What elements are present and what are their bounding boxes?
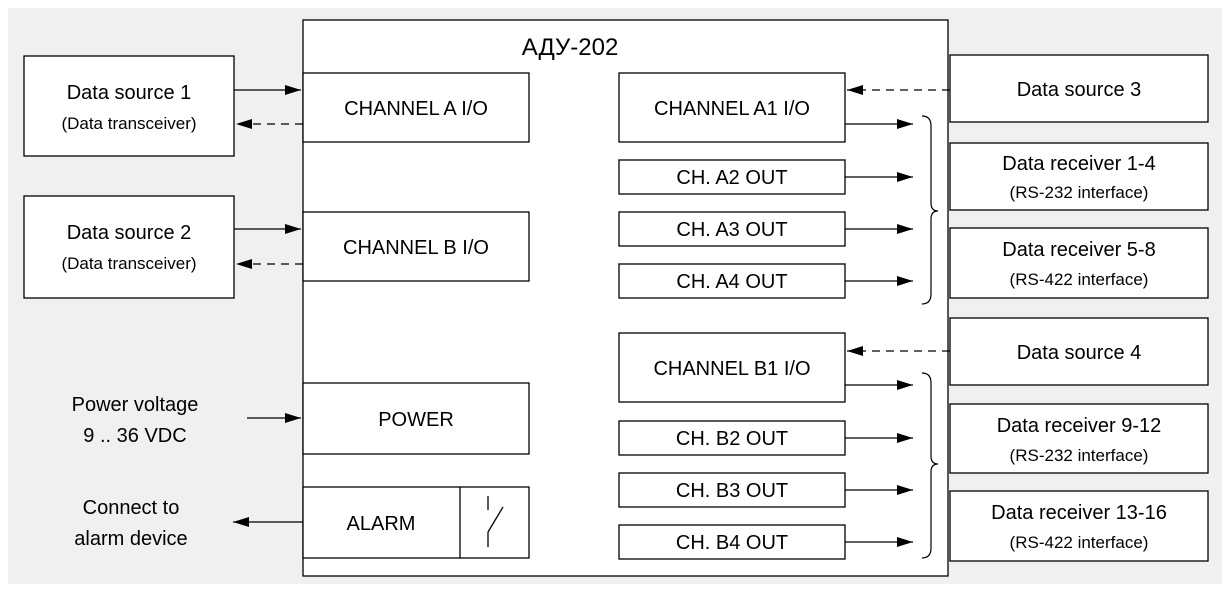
data-source-2-box [23, 195, 235, 299]
alarm-device-label: alarm device [74, 528, 187, 550]
data-source-3-title: Data source 3 [1017, 79, 1142, 101]
device-title: АДУ-202 [522, 34, 619, 61]
channel-b-io-port [302, 211, 530, 282]
channel-a1-io-port [618, 72, 846, 143]
channel-a-io-port [302, 72, 530, 143]
power-voltage-range: 9 .. 36 VDC [83, 425, 186, 447]
ch-b2-out-label: CH. B2 OUT [676, 428, 788, 450]
channel-b1-io-port [618, 332, 846, 403]
ch-b4-out-label: CH. B4 OUT [676, 532, 788, 554]
data-receiver-1-4-subtitle: (RS-232 interface) [1010, 183, 1149, 202]
data-receiver-1-4-box [949, 142, 1209, 211]
data-receiver-13-16-title: Data receiver 13-16 [991, 502, 1167, 524]
data-receiver-13-16-subtitle: (RS-422 interface) [1010, 533, 1149, 552]
channel-b1-io-label: CHANNEL B1 I/O [653, 358, 810, 380]
data-source-2-subtitle: (Data transceiver) [61, 254, 196, 273]
outputs-b-brace [921, 372, 939, 559]
data-receiver-9-12-title: Data receiver 9-12 [997, 415, 1162, 437]
channel-b-io-label: CHANNEL B I/O [343, 237, 489, 259]
channel-a-io-label: CHANNEL A I/O [344, 98, 488, 120]
power-label: POWER [378, 409, 454, 431]
data-receiver-13-16-box [949, 490, 1209, 562]
alarm-label: ALARM [347, 513, 416, 535]
data-source-3-box [949, 54, 1209, 123]
ch-a4-out-label: CH. A4 OUT [676, 271, 787, 293]
data-receiver-9-12-box [949, 403, 1209, 474]
relay-switch-icon [487, 496, 504, 547]
power-port [302, 382, 530, 455]
data-receiver-5-8-title: Data receiver 5-8 [1002, 239, 1155, 261]
ch-b3-out-label: CH. B3 OUT [676, 480, 788, 502]
data-receiver-5-8-subtitle: (RS-422 interface) [1010, 270, 1149, 289]
ch-a3-out-label: CH. A3 OUT [676, 219, 787, 241]
alarm-port [302, 486, 530, 559]
data-receiver-5-8-box [949, 227, 1209, 299]
ch-a2-out-label: CH. A2 OUT [676, 167, 787, 189]
data-source-1-subtitle: (Data transceiver) [61, 114, 196, 133]
data-source-4-title: Data source 4 [1017, 342, 1142, 364]
data-source-1-box [23, 55, 235, 157]
power-voltage-label: Power voltage [72, 394, 199, 416]
data-receiver-1-4-title: Data receiver 1-4 [1002, 153, 1155, 175]
channel-a1-io-label: CHANNEL A1 I/O [654, 98, 810, 120]
alarm-connect-label: Connect to [83, 497, 180, 519]
outputs-a-brace [921, 115, 939, 305]
ch-b3-out-port [618, 472, 846, 508]
data-source-2-title: Data source 2 [67, 222, 192, 244]
data-receiver-9-12-subtitle: (RS-232 interface) [1010, 446, 1149, 465]
ch-a2-out-port [618, 159, 846, 195]
data-source-1-title: Data source 1 [67, 82, 192, 104]
data-source-4-box [949, 317, 1209, 386]
